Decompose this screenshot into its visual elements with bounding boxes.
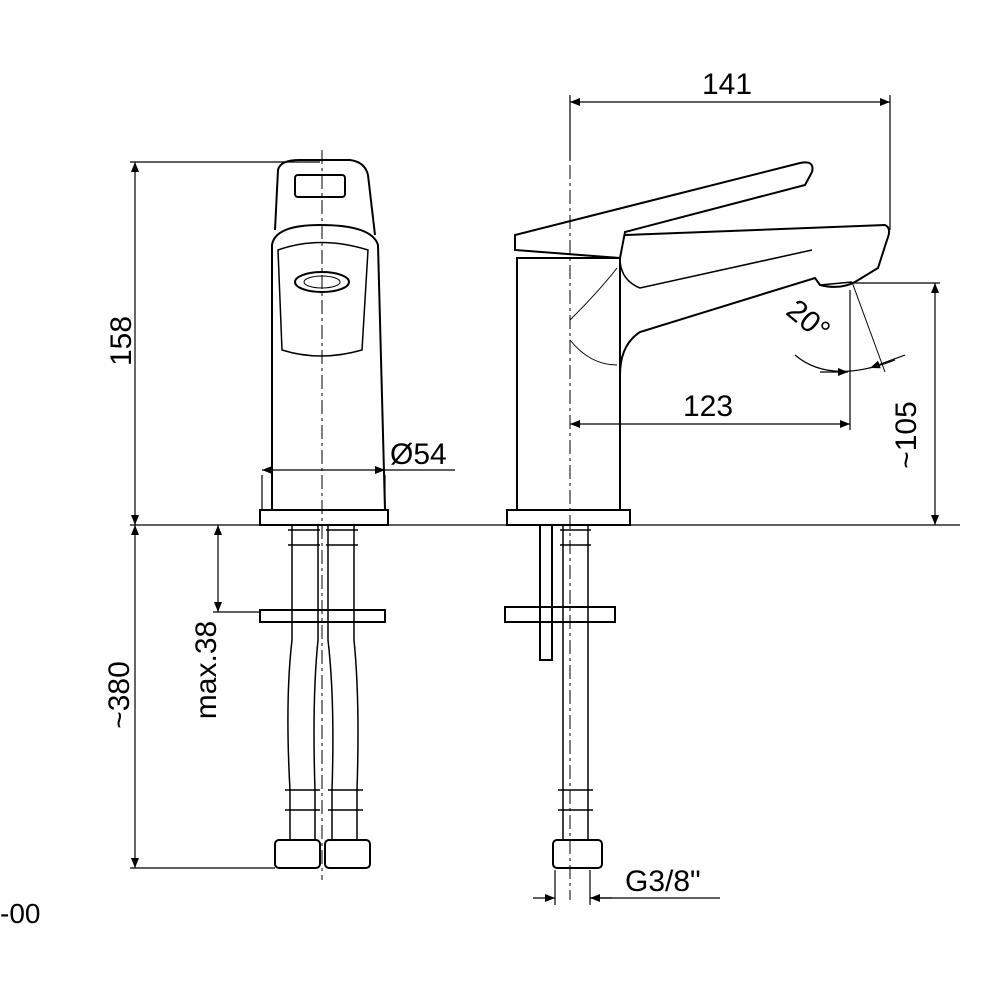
dimension-lines (130, 95, 960, 905)
dim-overall-reach: 141 (702, 68, 753, 101)
dim-max-counter-thickness: max.38 (190, 620, 224, 720)
dim-height: 158 (105, 315, 139, 367)
dim-spout-height: ~105 (889, 401, 923, 469)
front-view (259, 150, 389, 880)
dim-hose-length: ~380 (102, 661, 136, 729)
dim-thread: G3/8" (625, 865, 701, 898)
side-view (504, 140, 896, 900)
dim-diameter: Ø54 (390, 438, 447, 471)
product-code-suffix: -00 (0, 898, 41, 929)
dim-spout-reach: 123 (683, 390, 734, 423)
